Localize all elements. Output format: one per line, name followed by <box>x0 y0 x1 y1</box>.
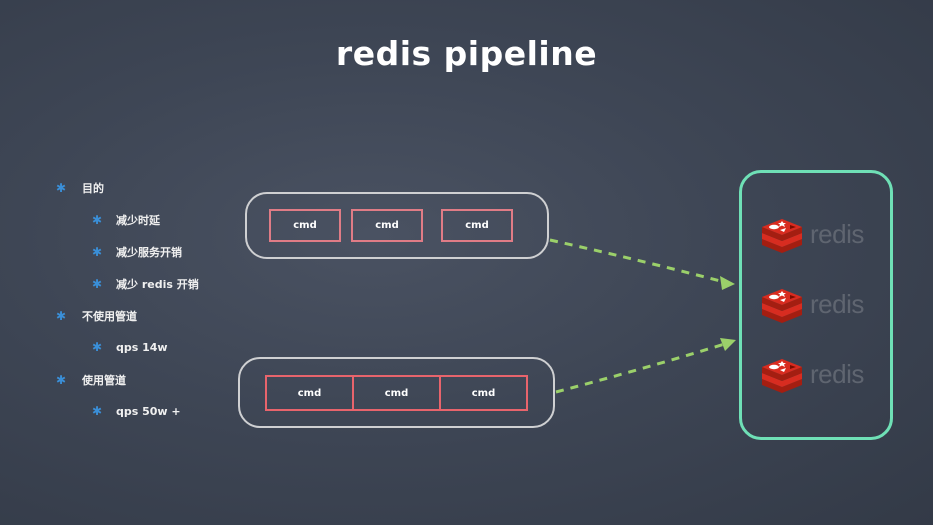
bullet-marker-icon: ✱ <box>92 245 103 259</box>
redis-logo-icon <box>762 289 802 323</box>
bullet-text: 减少服务开销 <box>116 246 182 259</box>
redis-label: redis <box>810 218 864 249</box>
bullet-item: ✱ 减少服务开销 <box>92 244 182 260</box>
redis-logo-icon <box>762 219 802 253</box>
command-box: cmd <box>441 209 513 242</box>
slide-title: redis pipeline <box>335 34 598 73</box>
bullet-marker-icon: ✱ <box>56 181 67 195</box>
bullet-item: ✱ qps 14w <box>92 340 168 354</box>
redis-label: redis <box>810 358 864 389</box>
bullet-marker-icon: ✱ <box>92 404 103 418</box>
bullet-text: qps 14w <box>116 340 168 354</box>
bullet-item: ✱ qps 50w + <box>92 404 181 418</box>
command-box: cmd <box>351 209 423 242</box>
bullet-marker-icon: ✱ <box>56 309 67 323</box>
bullet-text: 不使用管道 <box>82 310 137 323</box>
redis-logo-icon <box>762 359 802 393</box>
pipeline-group <box>238 357 555 428</box>
bullet-text: 减少时延 <box>116 214 160 227</box>
redis-node: redis <box>760 285 864 323</box>
arrow-pipeline <box>555 341 729 394</box>
bullet-item: ✱ 减少 redis 开销 <box>92 276 199 292</box>
no-pipeline-group <box>245 192 549 259</box>
bullet-text: qps 50w + <box>116 404 181 418</box>
bullet-item: ✱ 减少时延 <box>92 212 160 228</box>
command-box: cmd <box>439 375 528 411</box>
bullet-marker-icon: ✱ <box>92 340 103 354</box>
bullet-item: ✱ 不使用管道 <box>56 308 137 324</box>
redis-node: redis <box>760 215 864 253</box>
bullet-marker-icon: ✱ <box>56 373 67 387</box>
bullet-text: 使用管道 <box>82 374 126 387</box>
arrowhead-icon <box>720 338 736 351</box>
bullet-marker-icon: ✱ <box>92 277 103 291</box>
bullet-text: 目的 <box>82 182 104 195</box>
redis-cluster <box>739 170 893 440</box>
bullet-item: ✱ 目的 <box>56 180 104 196</box>
redis-node: redis <box>760 355 864 393</box>
redis-label: redis <box>810 288 864 319</box>
bullet-text: 减少 redis 开销 <box>116 278 199 291</box>
bullet-marker-icon: ✱ <box>92 213 103 227</box>
arrowhead-icon <box>720 276 735 290</box>
bullet-item: ✱ 使用管道 <box>56 372 126 388</box>
arrow-no-pipeline <box>549 238 729 285</box>
command-box: cmd <box>269 209 341 242</box>
